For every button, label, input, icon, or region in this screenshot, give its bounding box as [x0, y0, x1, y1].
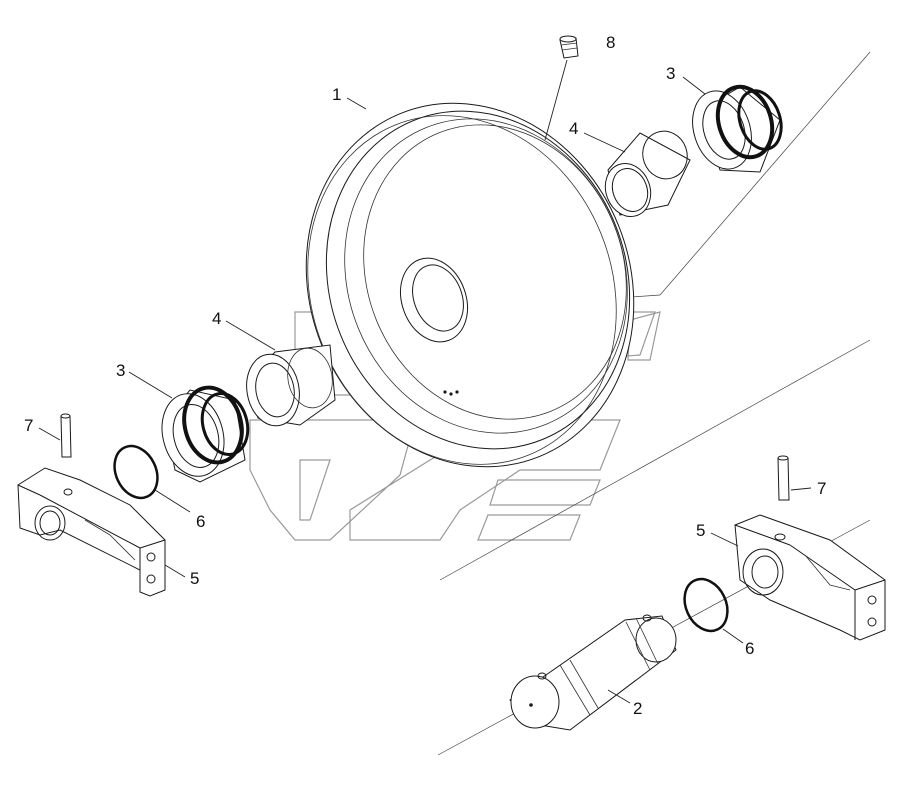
callout-5-right: 5 — [696, 521, 705, 540]
callout-4-lower: 4 — [212, 309, 221, 328]
seal-group-upper — [692, 84, 783, 173]
callout-8: 8 — [606, 33, 615, 52]
bracket-left — [17, 467, 166, 597]
callout-5-left: 5 — [190, 569, 199, 588]
idler-wheel — [305, 102, 635, 468]
callout-1: 1 — [332, 85, 341, 104]
callout-3-upper: 3 — [666, 64, 675, 83]
bushing-lower — [246, 344, 336, 427]
bushing-upper — [604, 130, 691, 217]
pin-left — [60, 413, 72, 458]
callout-6-left: 6 — [196, 512, 205, 531]
callout-2: 2 — [633, 699, 642, 718]
callout-4-upper: 4 — [569, 119, 578, 138]
callout-labels: 1 2 3 3 4 4 5 5 5 6 6 7 7 8 — [24, 33, 826, 718]
o-ring-right — [683, 577, 729, 633]
callout-6-right: 6 — [745, 639, 754, 658]
leader-lines — [38, 59, 812, 704]
plug — [559, 35, 579, 59]
seal-group-lower — [161, 385, 250, 483]
o-ring-left — [113, 444, 159, 500]
pin-right — [777, 455, 790, 501]
callout-7-right: 7 — [817, 479, 826, 498]
callout-7-left: 7 — [24, 416, 33, 435]
callout-3-lower: 3 — [116, 361, 125, 380]
bracket-right — [734, 514, 886, 641]
shaft — [509, 614, 677, 731]
